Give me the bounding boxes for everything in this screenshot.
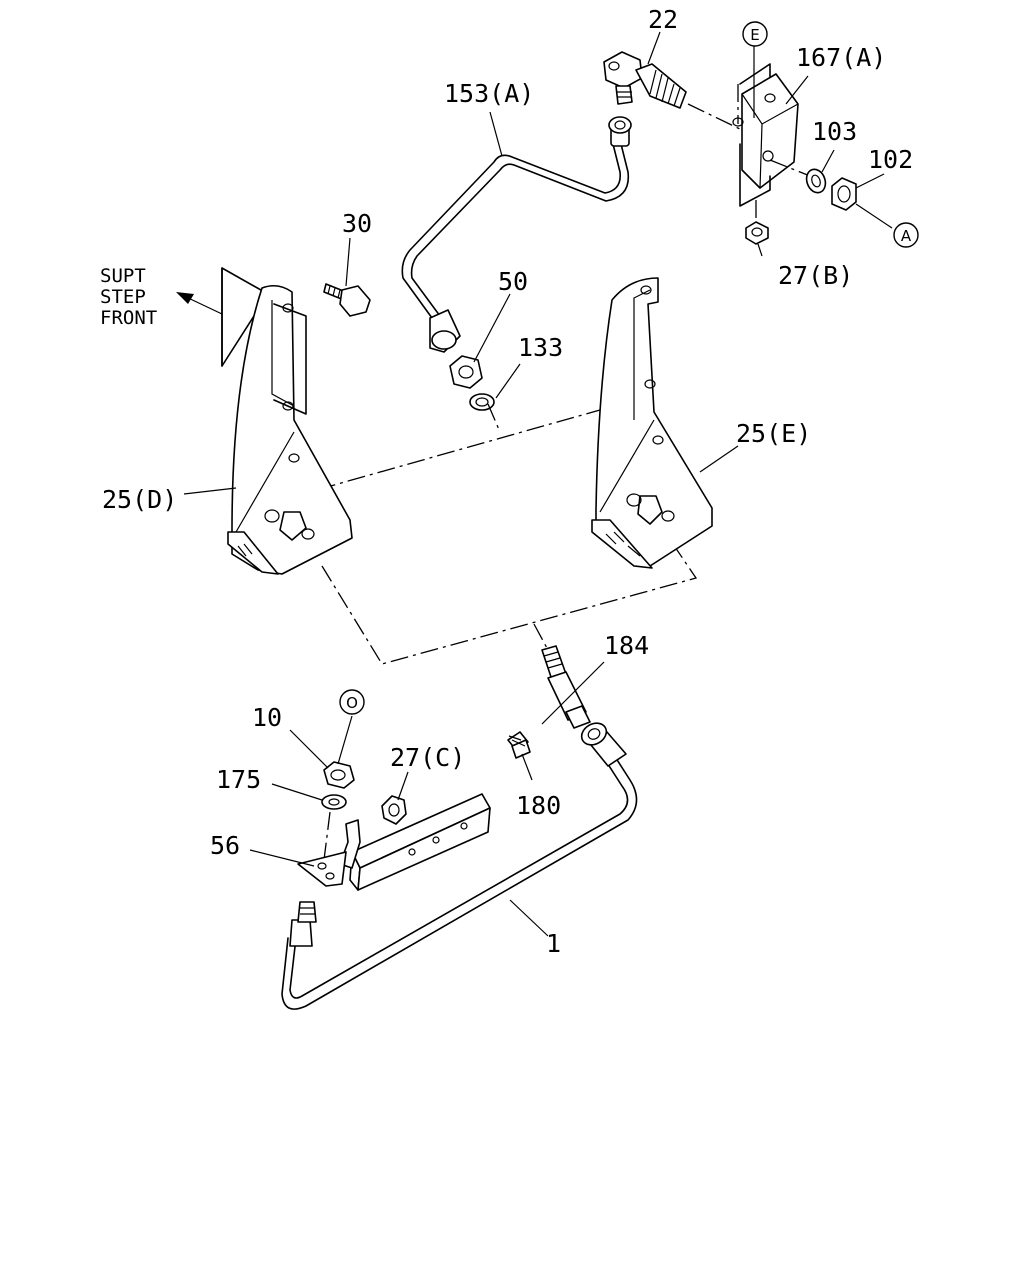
svg-text:E: E xyxy=(750,26,759,44)
bolt-30 xyxy=(323,283,371,317)
label-184: 184 xyxy=(604,631,649,660)
fitting-22 xyxy=(603,51,687,109)
label-10: 10 xyxy=(252,703,282,732)
label-167a: 167(A) xyxy=(796,43,886,72)
label-133: 133 xyxy=(518,333,563,362)
bracket-25d xyxy=(221,267,353,575)
label-180: 180 xyxy=(516,791,561,820)
ref-circle-a: A xyxy=(893,222,919,248)
label-27c: 27(C) xyxy=(390,743,465,772)
label-102: 102 xyxy=(868,145,913,174)
front-note-line2: STEP xyxy=(100,286,146,308)
label-27b: 27(B) xyxy=(778,261,853,290)
front-note-line1: SUPT xyxy=(100,265,146,287)
label-153a: 153(A) xyxy=(444,79,534,108)
leader-lines xyxy=(183,31,893,937)
label-175: 175 xyxy=(216,765,261,794)
bracket-56 xyxy=(297,793,491,891)
bracket-25e xyxy=(591,277,713,569)
washer-133 xyxy=(469,393,495,411)
nut-102 xyxy=(831,177,857,211)
washer-103 xyxy=(805,168,827,194)
label-50: 50 xyxy=(498,267,528,296)
label-56: 56 xyxy=(210,831,240,860)
label-103: 103 xyxy=(812,117,857,146)
front-arrow xyxy=(176,292,223,315)
svg-text:O: O xyxy=(346,694,358,712)
label-30: 30 xyxy=(342,209,372,238)
label-22: 22 xyxy=(648,5,678,34)
label-1: 1 xyxy=(546,929,561,958)
plug-180 xyxy=(507,731,531,759)
front-note: SUPT STEP FRONT xyxy=(100,265,157,329)
ref-circle-o: O xyxy=(339,689,365,715)
washer-175 xyxy=(321,794,347,810)
pipe-153a xyxy=(401,116,632,353)
connector-184 xyxy=(541,645,591,729)
label-25d: 25(D) xyxy=(102,485,177,514)
nut-50 xyxy=(449,355,483,389)
ref-circle-e: E xyxy=(742,21,768,47)
nut-27c xyxy=(381,795,407,825)
label-25e: 25(E) xyxy=(736,419,811,448)
nut-10 xyxy=(323,761,355,789)
front-note-line3: FRONT xyxy=(100,307,157,329)
bracket-167a xyxy=(732,63,811,226)
nut-27b xyxy=(745,221,769,245)
svg-text:A: A xyxy=(901,227,912,245)
pipe-1 xyxy=(281,722,638,1010)
